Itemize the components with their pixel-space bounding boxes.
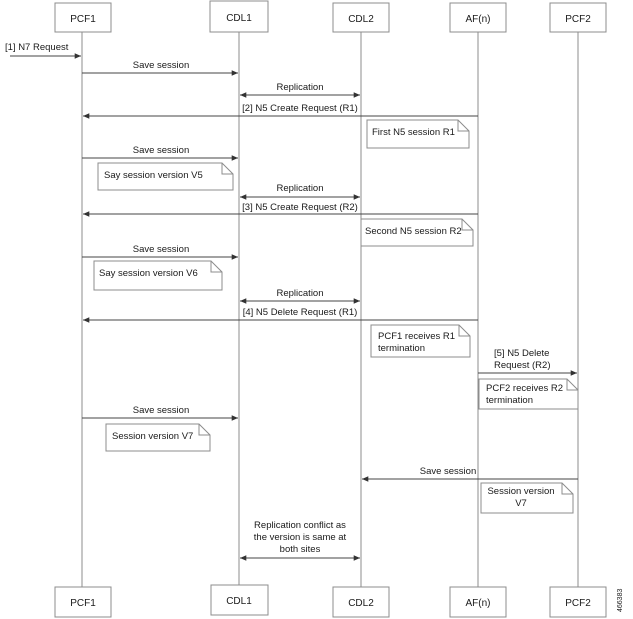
message-replication-2: Replication <box>240 183 360 200</box>
participant-label: AF(n) <box>466 598 491 609</box>
participant-label: CDL1 <box>226 596 252 607</box>
message-label: [4] N5 Delete Request (R1) <box>243 307 358 318</box>
message-label: Save session <box>133 405 190 416</box>
note-second-n5-session: Second N5 session R2 <box>360 218 474 247</box>
note-say-session-v6: Say session version V6 <box>93 260 223 291</box>
participant-label: PCF1 <box>70 598 96 609</box>
participant-af-bottom: AF(n) <box>449 586 507 618</box>
message-save-session-1: Save session <box>82 60 238 76</box>
message-n7-request: [1] N7 Request <box>5 42 81 59</box>
note-text: Say session version V6 <box>99 268 198 279</box>
message-label: [2] N5 Create Request (R1) <box>242 103 358 114</box>
participant-cdl2-bottom: CDL2 <box>332 586 390 618</box>
participant-cdl2-top: CDL2 <box>332 2 390 33</box>
message-label: Save session <box>133 244 190 255</box>
figure-id: 466383 <box>617 589 624 612</box>
note-say-session-v5: Say session version V5 <box>97 162 234 191</box>
participant-af-top: AF(n) <box>449 2 507 33</box>
message-replication-3: Replication <box>240 288 360 304</box>
message-label: Save session <box>420 466 477 477</box>
message-n5-delete-r1: [4] N5 Delete Request (R1) <box>83 307 478 323</box>
message-label: [1] N7 Request <box>5 42 69 53</box>
participant-label: PCF2 <box>565 14 591 25</box>
note-text: First N5 session R1 <box>372 127 455 138</box>
note-text: Say session version V5 <box>104 170 203 181</box>
message-label: Replication <box>277 82 324 93</box>
note-session-version-v7-pcf1: Session version V7 <box>105 423 211 452</box>
participant-label: PCF1 <box>70 14 96 25</box>
participant-pcf2-top: PCF2 <box>549 2 607 33</box>
participant-label: PCF2 <box>565 598 591 609</box>
participant-label: CDL1 <box>226 13 252 24</box>
participant-pcf1-bottom: PCF1 <box>54 586 112 618</box>
message-save-session-2: Save session <box>82 145 238 161</box>
message-label: Replication <box>277 288 324 299</box>
message-n5-create-r2: [3] N5 Create Request (R2) <box>83 202 478 217</box>
participant-label: CDL2 <box>348 14 374 25</box>
note-text: Second N5 session R2 <box>365 226 462 237</box>
message-replication-1: Replication <box>240 82 360 98</box>
participant-label: CDL2 <box>348 598 374 609</box>
participant-pcf1-top: PCF1 <box>54 2 112 33</box>
message-label: Replication <box>277 183 324 194</box>
note-first-n5-session: First N5 session R1 <box>366 119 470 149</box>
message-save-session-3: Save session <box>82 244 238 260</box>
message-n5-create-r1: [2] N5 Create Request (R1) <box>83 103 478 119</box>
message-save-session-4: Save session <box>82 405 238 421</box>
participant-cdl1-top: CDL1 <box>209 0 269 33</box>
message-label: Save session <box>133 60 190 71</box>
message-label: Save session <box>133 145 190 156</box>
participant-cdl1-bottom: CDL1 <box>210 584 269 616</box>
participant-label: AF(n) <box>466 14 491 25</box>
message-save-session-pcf2: Save session <box>362 466 578 482</box>
note-text: Session version V7 <box>112 431 193 442</box>
message-label: [3] N5 Create Request (R2) <box>242 202 358 213</box>
participant-pcf2-bottom: PCF2 <box>549 586 607 618</box>
